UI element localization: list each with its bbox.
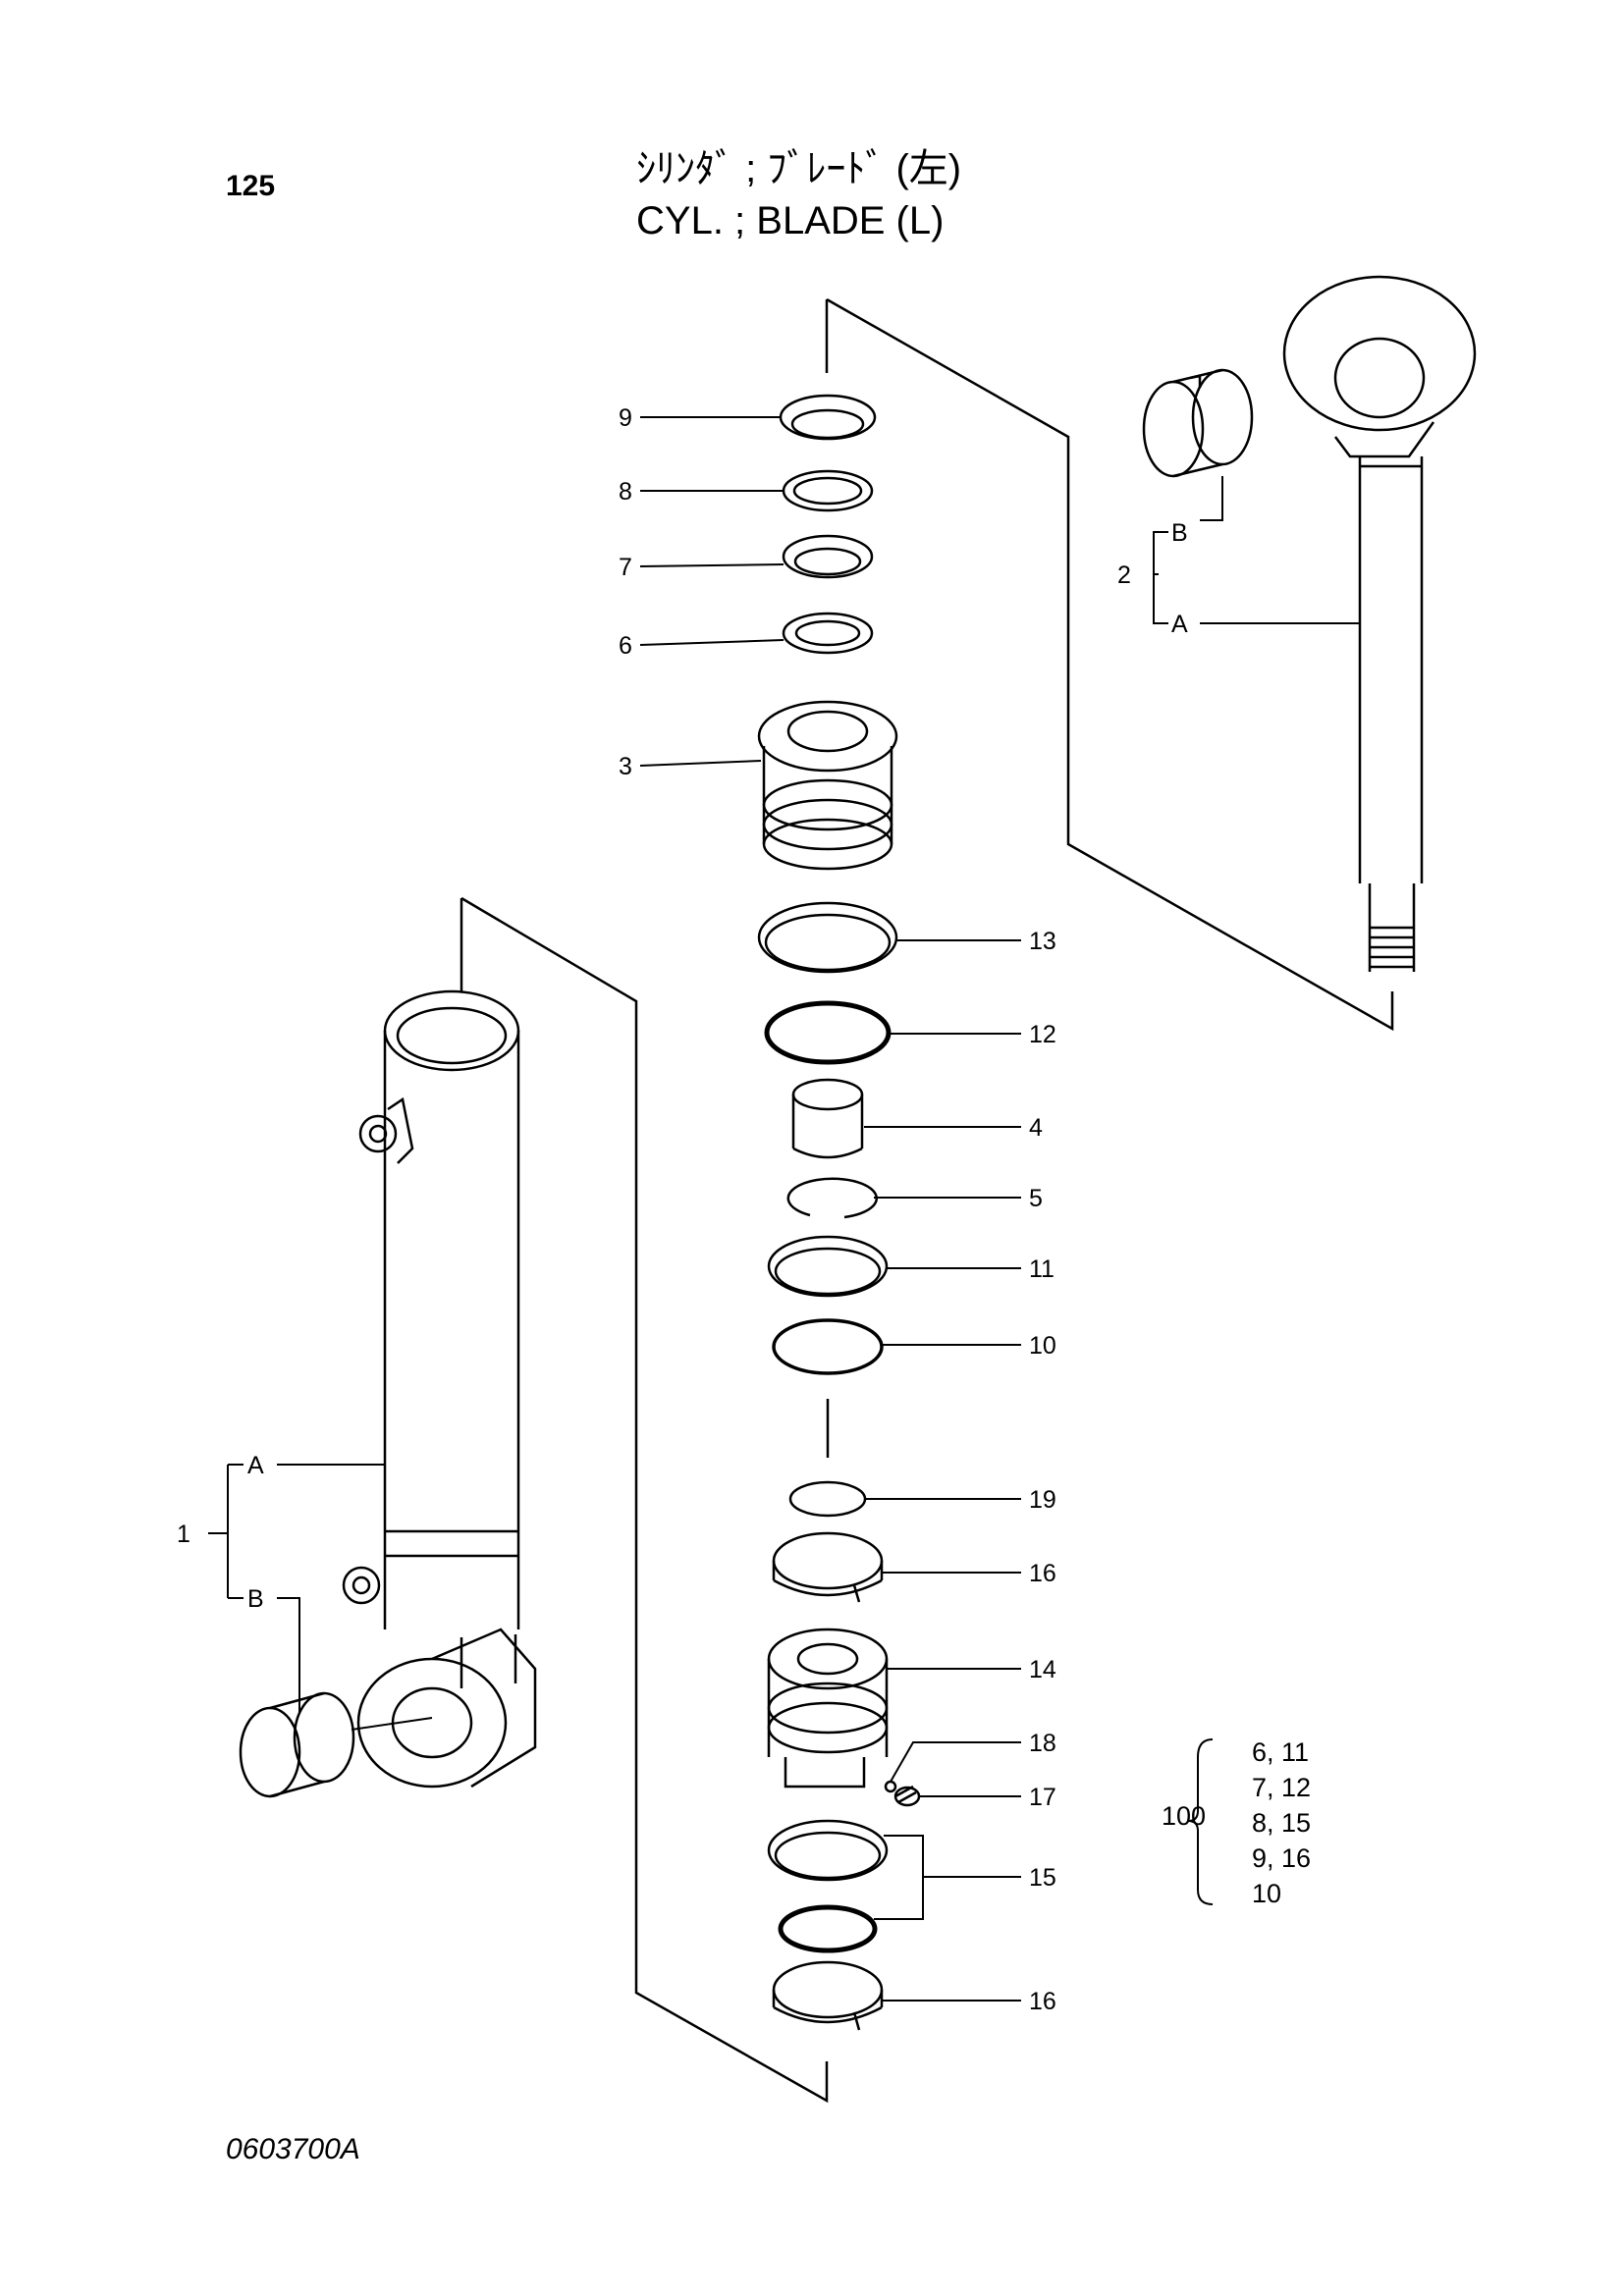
callout-11: 11 [1029,1255,1055,1283]
snap-ring-drawing-5 [786,1177,878,1219]
seal-kit-row: 10 [1252,1879,1282,1908]
callout-2-a: A [1171,611,1188,638]
callout-16b: 16 [1029,1988,1056,2015]
title-english: CYL. ; BLADE (L) [636,199,945,242]
seal-kit-row: 9, 16 [1252,1843,1312,1873]
dust-seal-drawing-9 [779,394,877,441]
backup-ring-drawing-13 [757,901,898,974]
backup-ring-drawing-11 [767,1235,889,1298]
steel-ball-drawing-18 [884,1780,897,1793]
frame-line-center [825,297,1394,1032]
seal-kit-row: 8, 15 [1252,1808,1312,1838]
callout-12: 12 [1029,1021,1056,1048]
o-ring-drawing-10 [772,1318,884,1375]
rod-seal-drawing-7 [782,534,874,579]
piston-rod-drawing [1282,275,1477,972]
backup-ring-drawing-8 [782,469,874,512]
drawing-code: 0603700A [226,2133,360,2165]
callout-1: 1 [177,1521,190,1548]
set-screw-drawing-17 [893,1785,921,1807]
callout-6: 6 [619,632,632,660]
bushing-drawing-4 [791,1078,864,1159]
callout-labels: 9 8 7 6 3 13 12 4 5 11 10 19 16 14 18 17… [177,404,1188,2015]
cylinder-tube-drawing [342,989,537,1789]
o-ring-drawing-19 [788,1480,867,1518]
callout-4: 4 [1029,1114,1043,1142]
callout-19: 19 [1029,1486,1056,1514]
callout-7: 7 [619,554,632,581]
wear-ring-drawing-16a [772,1531,884,1603]
frame-line-left [460,896,829,2104]
callout-3: 3 [619,753,632,780]
piston-seal-o-ring-drawing [778,1904,878,1953]
o-ring-drawing-12 [764,1000,892,1065]
callout-5: 5 [1029,1185,1043,1212]
callout-13: 13 [1029,928,1056,955]
buffer-ring-drawing-6 [782,612,874,655]
page-number: 125 [226,170,276,202]
callout-1-a: A [247,1452,264,1479]
callout-14: 14 [1029,1656,1056,1683]
piston-seal-ring-drawing [767,1819,889,1882]
seal-kit-row: 6, 11 [1252,1737,1310,1767]
leader-lines [208,416,1360,2002]
rod-bushing-drawing [1142,368,1254,478]
callout-8: 8 [619,478,632,506]
callout-2: 2 [1117,561,1131,589]
cylinder-bushing-drawing [239,1691,355,1798]
callout-1-b: B [247,1585,264,1613]
seal-kit-number: 100 [1162,1801,1207,1831]
title-japanese: ｼﾘﾝﾀﾞ ; ﾌﾞﾚｰﾄﾞ (左) [636,147,962,190]
callout-17: 17 [1029,1784,1056,1811]
callout-2-b: B [1171,519,1188,547]
callout-16a: 16 [1029,1560,1056,1587]
piston-drawing-14 [767,1628,889,1789]
callout-15: 15 [1029,1864,1056,1892]
callout-10: 10 [1029,1332,1056,1360]
wear-ring-drawing-16b [772,1960,884,2031]
cylinder-head-drawing-3 [757,700,898,871]
seal-kit-row: 7, 12 [1252,1773,1312,1802]
callout-9: 9 [619,404,632,432]
callout-18: 18 [1029,1730,1056,1757]
